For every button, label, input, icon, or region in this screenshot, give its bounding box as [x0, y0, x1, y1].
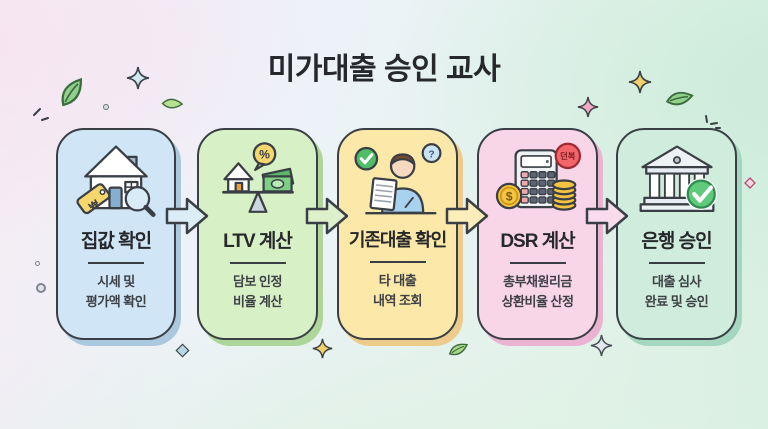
subtitle-line: 총부채원리금: [503, 274, 572, 289]
step-title: 집값 확인: [80, 231, 152, 252]
star-icon: [312, 338, 333, 359]
dot-decoration: [103, 104, 109, 110]
subtitle-line: 내역 조회: [373, 292, 422, 308]
step-subtitle: 총부채원리금 상환비율 산정: [502, 272, 574, 311]
step-subtitle: 담보 인정 비율 계산: [233, 272, 282, 311]
dsr-calculator-icon: $ 던복: [490, 140, 586, 224]
sparkle-lines-icon: [705, 115, 721, 129]
dot-decoration: [35, 261, 40, 266]
diamond-icon: [175, 343, 190, 358]
sparkle-icon: [577, 96, 599, 118]
divider: [229, 262, 286, 264]
dollar-glyph: $: [505, 190, 512, 204]
duplicate-badge: 던복: [560, 151, 576, 161]
step-title: LTV 계산: [223, 231, 293, 252]
subtitle-line: 상환비율 산정: [501, 293, 574, 309]
step-card-bank-approval: 은행 승인 대출 심사 완료 및 승인: [616, 128, 737, 340]
flow-arrow-icon: [305, 197, 349, 235]
flow-arrow-icon: [585, 197, 629, 235]
step-title: 은행 승인: [641, 231, 712, 252]
leaf-icon: [665, 91, 694, 106]
subtitle-line: 담보 인정: [233, 274, 282, 289]
subtitle-line: 비율 계산: [233, 293, 282, 309]
step-title: 기존대출 확인: [348, 230, 447, 250]
leaf-icon: [161, 98, 184, 109]
flow-arrow-icon: [445, 197, 489, 235]
subtitle-line: 대출 심사: [652, 274, 701, 289]
divider: [369, 261, 426, 263]
step-card-house-price-check: ₩ 집값 확인 시세 및 평가액 확인: [56, 128, 176, 340]
subtitle-line: 평가액 확인: [85, 293, 147, 309]
divider: [509, 262, 566, 264]
leaf-icon: [61, 77, 83, 107]
dot-decoration: [36, 283, 46, 293]
bank-approval-icon: [629, 140, 725, 224]
subtitle-line: 시세 및: [97, 274, 135, 289]
star-icon: [628, 70, 652, 94]
existing-loan-review-icon: ?: [350, 140, 446, 224]
sparkle-lines-icon: [33, 108, 49, 121]
step-subtitle: 대출 심사 완료 및 승인: [645, 272, 709, 311]
leaf-icon: [448, 343, 469, 356]
star-icon: [590, 334, 613, 357]
step-subtitle: 시세 및 평가액 확인: [85, 272, 147, 311]
subtitle-line: 타 대출: [378, 273, 417, 288]
step-card-dsr-calculation: $ 던복 DSR 계산 총부채원리금 상환비율 산정: [477, 128, 598, 340]
step-title: DSR 계산: [500, 231, 575, 252]
step-card-ltv-calculation: % LTV 계산 담보 인정 비율 계산: [197, 128, 318, 340]
house-price-search-icon: ₩: [68, 140, 164, 224]
step-card-existing-loan-check: ? 기존대출 확인 타 대출 내역 조회: [337, 128, 458, 340]
divider: [648, 262, 705, 264]
flow-arrow-icon: [165, 197, 209, 235]
question-glyph: ?: [428, 149, 434, 160]
page-title: 미가대출 승인 교사: [267, 53, 501, 86]
step-subtitle: 타 대출 내역 조회: [373, 271, 422, 310]
percent-glyph: %: [259, 148, 270, 162]
sparkle-icon: [126, 66, 150, 90]
diamond-icon: [744, 177, 756, 189]
subtitle-line: 완료 및 승인: [644, 293, 709, 309]
divider: [88, 262, 144, 264]
ltv-scale-icon: %: [210, 140, 306, 224]
